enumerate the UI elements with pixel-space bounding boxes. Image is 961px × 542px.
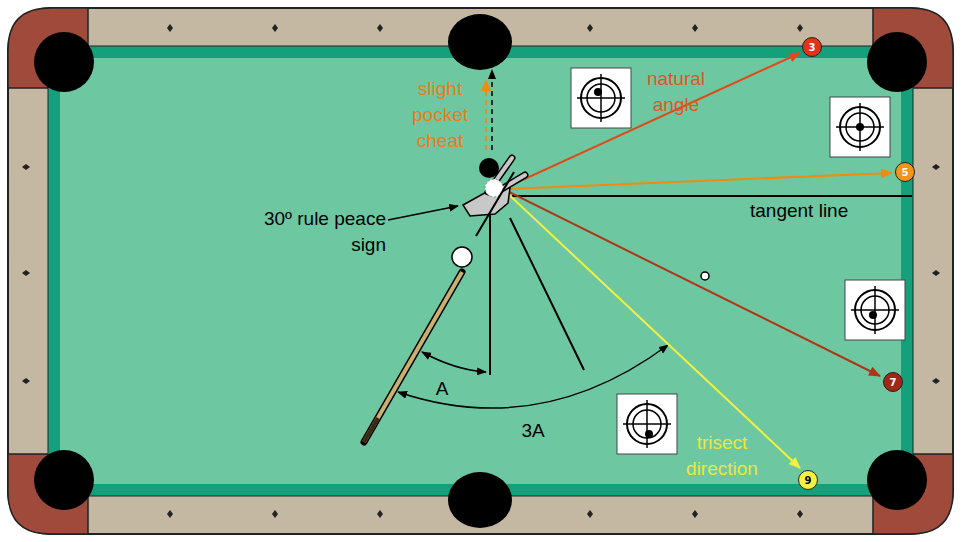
object-ball: 7 bbox=[883, 372, 903, 392]
object-ball: 3 bbox=[802, 37, 822, 57]
object-ball: 5 bbox=[895, 162, 915, 182]
line-label: tangent line bbox=[750, 198, 890, 224]
ball-number: 3 bbox=[809, 42, 816, 53]
callout-text: 30º rule peace sign bbox=[262, 206, 386, 258]
object-ball: 9 bbox=[798, 470, 818, 490]
note-text: natural angle bbox=[634, 66, 718, 118]
angle-label: 3A bbox=[515, 418, 551, 444]
ball-number: 7 bbox=[890, 377, 897, 388]
ball-number: 5 bbox=[902, 167, 909, 178]
ball-number: 9 bbox=[805, 475, 812, 486]
note-text: trisect direction bbox=[676, 430, 768, 482]
note-text: slight pocket cheat bbox=[403, 76, 477, 154]
angle-label: A bbox=[432, 376, 452, 402]
